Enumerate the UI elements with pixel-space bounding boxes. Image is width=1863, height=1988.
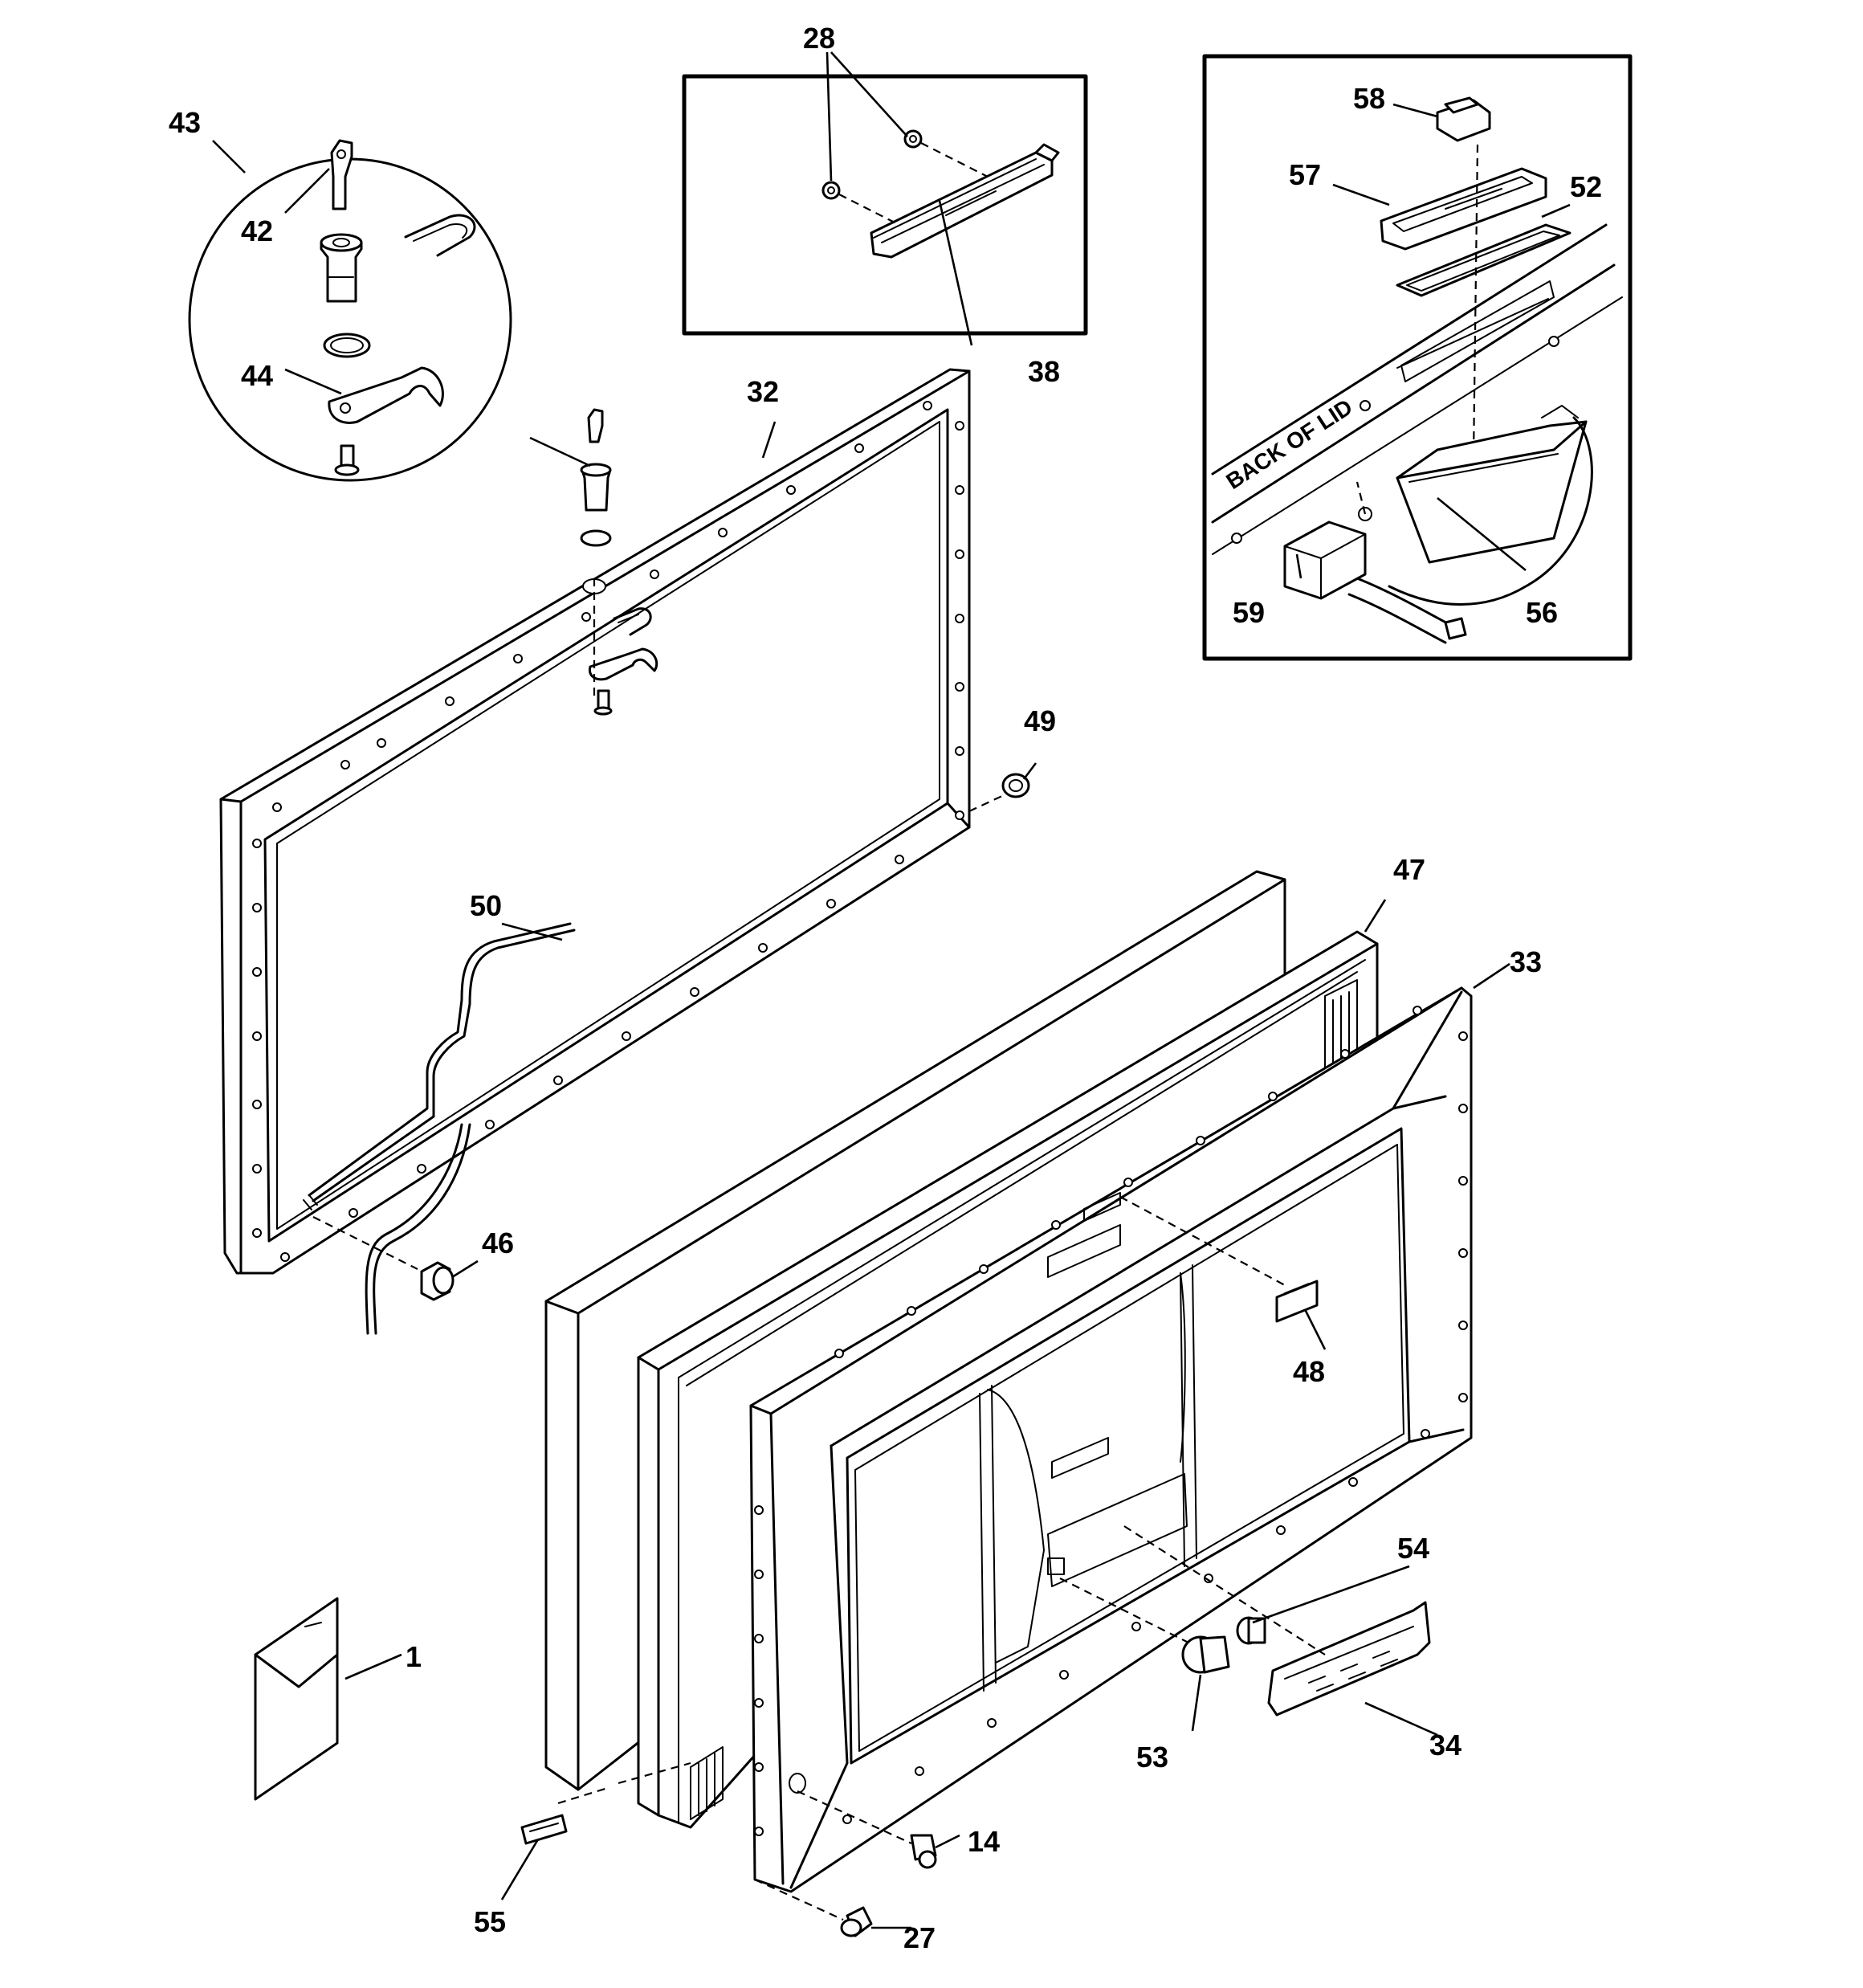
vent-cover-34 [1267, 1601, 1431, 1717]
inner-liner [749, 986, 1473, 1893]
label-47: 47 [1393, 853, 1425, 886]
latch-clip-48 [1119, 1196, 1319, 1323]
label-59: 59 [1233, 596, 1265, 629]
part-number-labels: 28 38 58 57 52 56 59 43 42 44 32 50 46 4… [169, 22, 1602, 1954]
label-46: 46 [482, 1227, 514, 1259]
fasteners-14-27-55 [520, 1761, 937, 1937]
label-55: 55 [474, 1905, 506, 1938]
label-33: 33 [1510, 945, 1542, 978]
manual-envelope [254, 1597, 339, 1801]
bumper-49 [968, 773, 1030, 812]
label-34: 34 [1429, 1729, 1461, 1761]
label-56: 56 [1526, 596, 1558, 629]
label-50: 50 [470, 889, 502, 922]
switch-parts-53-54 [1059, 1525, 1326, 1674]
label-14: 14 [968, 1825, 1000, 1858]
label-54: 54 [1397, 1532, 1429, 1565]
label-57: 57 [1289, 158, 1321, 191]
label-42: 42 [241, 214, 273, 247]
label-28: 28 [803, 22, 835, 55]
label-58: 58 [1353, 82, 1385, 115]
back-of-lid-inset: BACK OF LID [1202, 54, 1633, 661]
lock-assembly-on-frame [580, 408, 658, 716]
screw-46 [312, 1216, 455, 1301]
label-49: 49 [1024, 704, 1056, 737]
label-52: 52 [1570, 170, 1602, 203]
lock-detail-circle [188, 139, 512, 482]
wire-harness [303, 922, 576, 1335]
label-32: 32 [747, 375, 779, 408]
label-53: 53 [1136, 1741, 1168, 1774]
lid-frame [219, 368, 971, 1275]
label-1: 1 [406, 1640, 422, 1673]
label-43: 43 [169, 106, 201, 139]
label-44: 44 [241, 359, 273, 392]
label-38: 38 [1028, 355, 1060, 388]
label-27: 27 [903, 1921, 936, 1954]
label-48: 48 [1293, 1355, 1325, 1388]
leader-lines [212, 51, 1571, 1929]
handle-detail-inset [682, 74, 1088, 336]
